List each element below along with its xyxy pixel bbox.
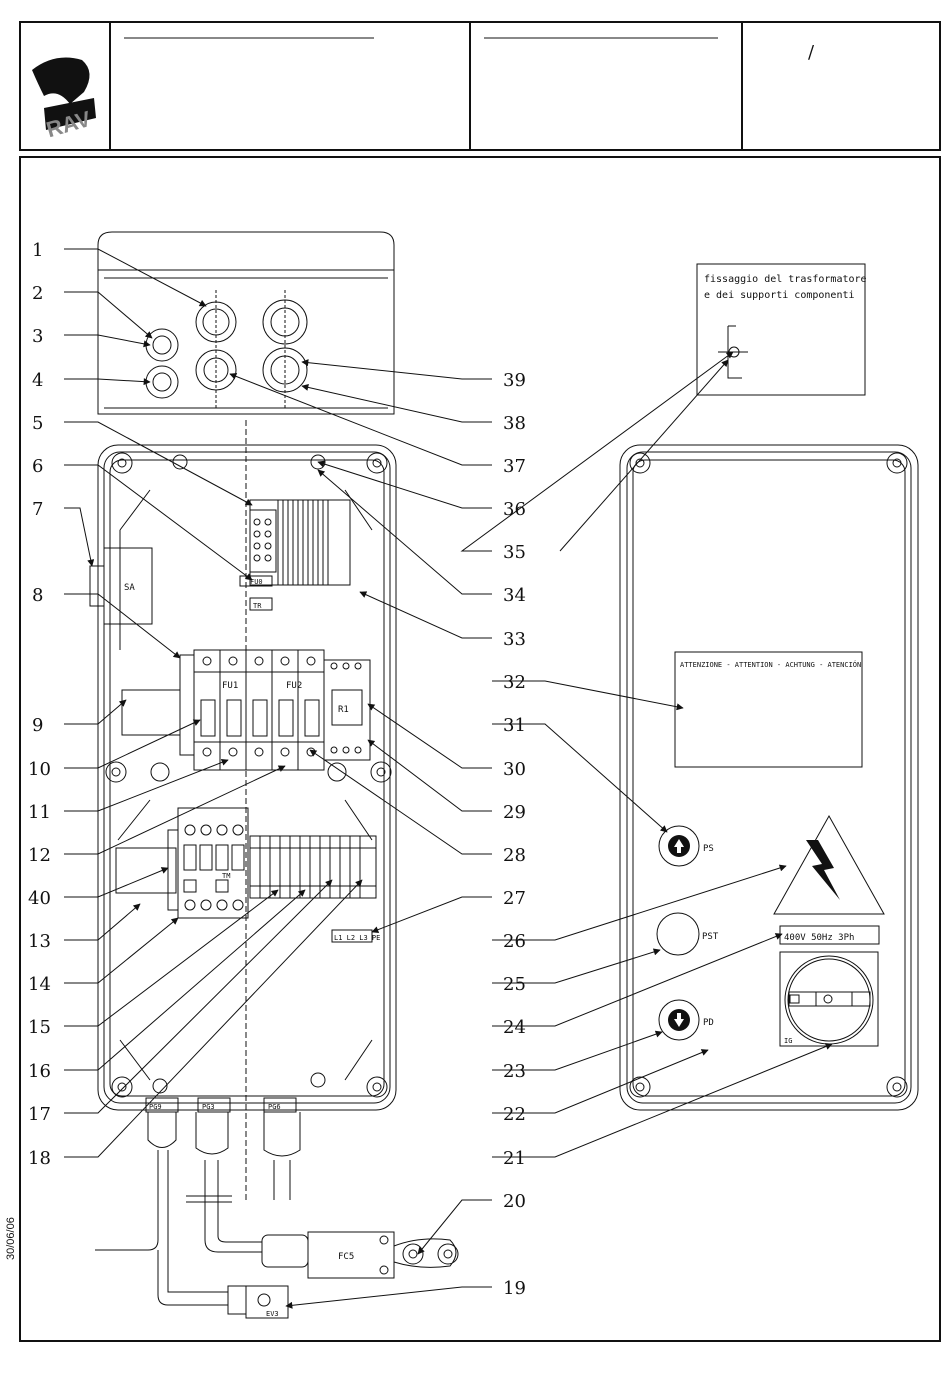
terminal-strip: L1 L2 L3 PE [249, 835, 380, 943]
note-box: fissaggio del trasformatore e dei suppor… [696, 263, 867, 396]
callout-13: 13 [28, 931, 51, 952]
callout-16: 16 [28, 1061, 51, 1082]
callout-5: 5 [32, 413, 43, 434]
callout-26: 26 [503, 931, 526, 952]
label-TR: TR [253, 602, 262, 610]
callout-38: 38 [503, 413, 526, 434]
note-line-2: e dei supporti componenti [704, 290, 855, 301]
label-FC5: FC5 [338, 1252, 354, 1262]
callout-10: 10 [28, 759, 51, 780]
callout-36: 36 [503, 499, 526, 520]
callout-34: 34 [503, 585, 526, 606]
leader-lines-left [64, 248, 363, 1158]
callout-33: 33 [503, 629, 526, 650]
callout-28: 28 [503, 845, 526, 866]
solenoid-EV3: EV3 [227, 1285, 289, 1319]
cable-gland-4 [145, 365, 179, 399]
callout-1: 1 [32, 240, 43, 261]
drawing-date: 30/06/06 [5, 1217, 17, 1260]
callout-25: 25 [503, 974, 526, 995]
callout-labels-right: 39 38 37 36 35 34 33 32 31 30 29 28 27 2… [503, 370, 526, 1299]
warning-plate: ATTENZIONE - ATTENTION - ACHTUNG - ATENC… [674, 651, 863, 768]
label-L1L2L3PE: L1 L2 L3 PE [334, 934, 380, 942]
leader-lines-right [229, 351, 833, 1309]
callout-40: 40 [28, 888, 51, 909]
warning-label: ATTENZIONE - ATTENTION - ACHTUNG - ATENC… [680, 660, 861, 669]
callout-30: 30 [503, 759, 526, 780]
callout-37: 37 [503, 456, 526, 477]
note-line-1: fissaggio del trasformatore [704, 274, 867, 285]
callout-35: 35 [503, 542, 526, 563]
label-SA: SA [124, 583, 135, 593]
component-SA: SA [89, 547, 153, 625]
cable-gland-2 [145, 328, 179, 362]
callout-15: 15 [28, 1017, 51, 1038]
transformer-core [277, 500, 329, 585]
bottom-glands: PG9 PG3 PG6 [95, 1097, 301, 1306]
callout-8: 8 [32, 585, 43, 606]
callout-7: 7 [32, 499, 43, 520]
label-PST: PST [702, 932, 719, 942]
label-EV3: EV3 [266, 1310, 279, 1318]
callout-29: 29 [503, 802, 526, 823]
callout-20: 20 [503, 1191, 526, 1212]
revision-mark: / [808, 42, 815, 63]
voltage-plate: 400V 50Hz 3Ph [779, 925, 880, 945]
arrow-up-icon [674, 839, 684, 853]
callout-39: 39 [503, 370, 526, 391]
pushbutton-PST: PST [656, 912, 719, 956]
title-block: / [19, 21, 941, 151]
fuse-block: FU1 FU2 R1 [121, 649, 371, 771]
callout-labels-left: 1 2 3 4 5 6 7 8 9 10 11 12 40 13 14 15 1… [28, 240, 51, 1169]
callout-21: 21 [503, 1148, 526, 1169]
callout-14: 14 [28, 974, 51, 995]
arrow-down-icon [674, 1013, 684, 1027]
contactor-TM: TM [115, 807, 249, 919]
callout-9: 9 [32, 715, 43, 736]
high-voltage-sign [773, 814, 885, 915]
callout-22: 22 [503, 1104, 526, 1125]
callout-24: 24 [503, 1017, 526, 1038]
enclosure-base [97, 420, 397, 1200]
callout-3: 3 [32, 326, 43, 347]
callout-11: 11 [28, 802, 51, 823]
lightning-bolt-icon [806, 840, 840, 900]
callout-27: 27 [503, 888, 526, 909]
callout-4: 4 [32, 370, 43, 391]
limit-switch-FC5: FC5 [261, 1231, 459, 1279]
label-IG: IG [784, 1037, 792, 1045]
callout-2: 2 [32, 283, 43, 304]
leader-line-35-b [559, 359, 729, 552]
transformer-TR: FU0 TR [239, 499, 351, 611]
callout-32: 32 [503, 672, 526, 693]
label-R1: R1 [338, 705, 349, 715]
gland-box [97, 231, 395, 415]
label-PS: PS [703, 844, 714, 854]
rav-logo: RAV [32, 57, 96, 142]
callout-19: 19 [503, 1278, 526, 1299]
label-PG6: PG6 [268, 1103, 281, 1111]
callout-17: 17 [28, 1104, 51, 1125]
main-switch-IG: IG [779, 951, 879, 1047]
callout-6: 6 [32, 456, 43, 477]
callout-31: 31 [503, 715, 526, 736]
pushbutton-PS: PS [658, 825, 714, 867]
callout-23: 23 [503, 1061, 526, 1082]
label-FU1: FU1 [222, 681, 238, 691]
voltage-label: 400V 50Hz 3Ph [784, 933, 854, 943]
callout-18: 18 [28, 1148, 51, 1169]
label-PG9: PG9 [149, 1103, 162, 1111]
label-PD: PD [703, 1018, 714, 1028]
label-TM: TM [222, 872, 230, 880]
drawing-frame [19, 156, 941, 1342]
enclosure-lid: ATTENZIONE - ATTENTION - ACHTUNG - ATENC… [619, 444, 919, 1111]
label-FU2: FU2 [286, 681, 302, 691]
label-PG3: PG3 [202, 1103, 215, 1111]
callout-12: 12 [28, 845, 51, 866]
pushbutton-PD: PD [658, 999, 714, 1041]
label-FU0: FU0 [250, 578, 263, 586]
